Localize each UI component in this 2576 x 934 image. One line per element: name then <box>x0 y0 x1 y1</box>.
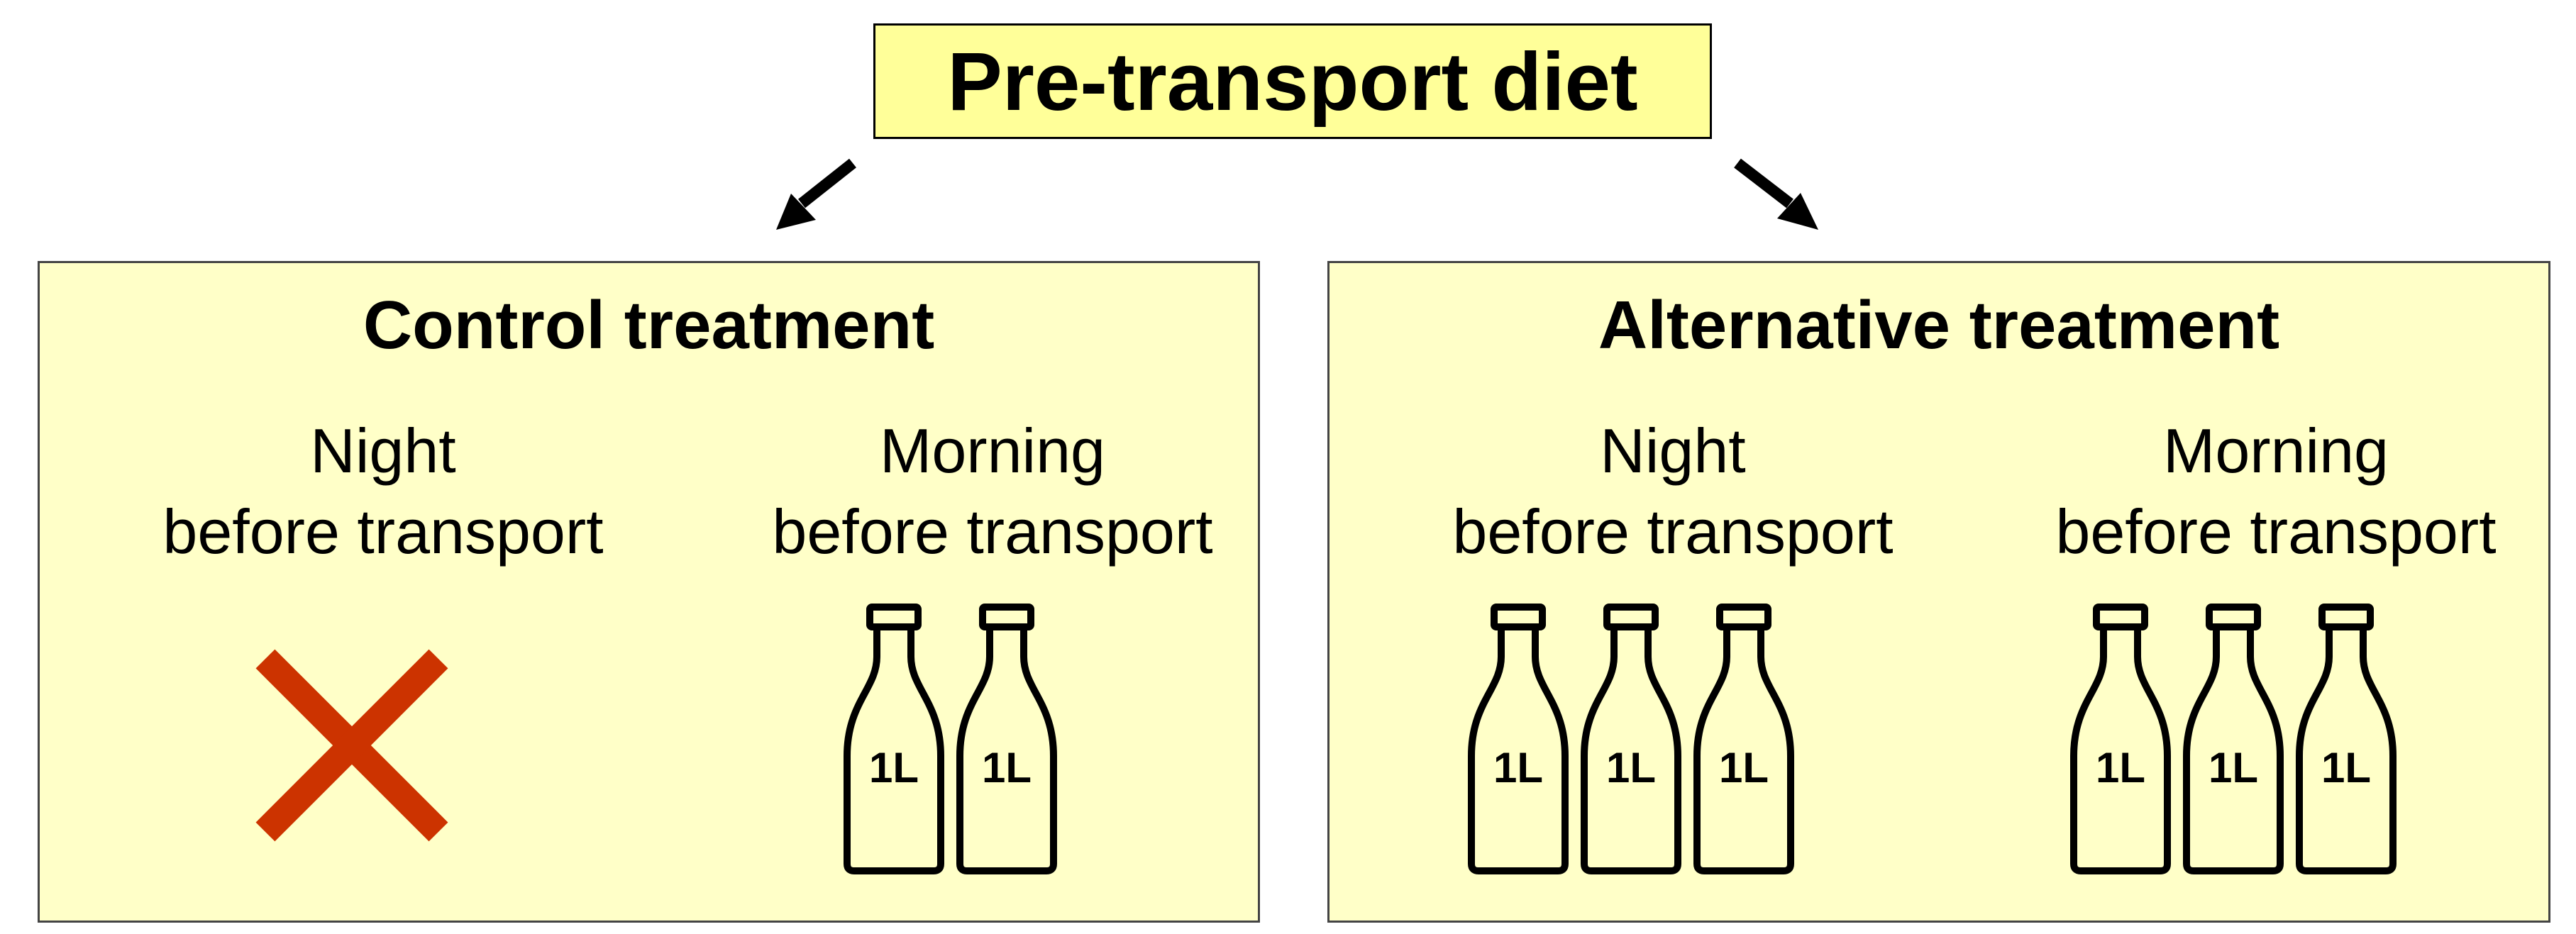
milk-bottle-icon: 1L <box>2070 604 2171 874</box>
milk-bottle-icon: 1L <box>844 604 944 874</box>
bottle-label: 1L <box>869 744 919 791</box>
column-label-night: Night before transport <box>1452 416 1894 567</box>
bottles-svg: 1L 1L 1L <box>2070 604 2397 874</box>
diagram-title: Pre-transport diet <box>947 35 1638 128</box>
bottle-label: 1L <box>982 744 1032 791</box>
bottle-label: 1L <box>1493 744 1543 791</box>
panel-title: Alternative treatment <box>1598 287 2280 363</box>
column-label-morning: Morning before transport <box>2055 416 2497 567</box>
bottle-label: 1L <box>2209 744 2258 791</box>
alternative-treatment-panel: Alternative treatment Night before trans… <box>1327 261 2550 923</box>
bottle-label: 1L <box>2096 744 2145 791</box>
arrow-to-control-icon <box>776 158 856 230</box>
bottle-group: 1L 1L 1L <box>2067 604 2400 880</box>
milk-bottle-icon: 1L <box>1468 604 1569 874</box>
milk-bottle-icon: 1L <box>956 604 1057 874</box>
milk-bottle-icon: 1L <box>1581 604 1681 874</box>
milk-bottle-icon: 1L <box>1693 604 1794 874</box>
bottles-svg: 1L 1L <box>844 604 1057 874</box>
bottle-group: 1L 1L 1L <box>1464 604 1798 880</box>
arrow-to-alternative-icon <box>1734 158 1818 230</box>
cross-icon <box>255 649 448 842</box>
bottle-label: 1L <box>1719 744 1769 791</box>
column-label-morning: Morning before transport <box>772 416 1213 567</box>
column-label-night: Night before transport <box>162 416 604 567</box>
bottle-label: 1L <box>1606 744 1656 791</box>
title-box: Pre-transport diet <box>873 23 1712 139</box>
bottle-group: 1L 1L <box>840 604 1061 880</box>
milk-bottle-icon: 1L <box>2183 604 2284 874</box>
bottles-svg: 1L 1L 1L <box>1468 604 1794 874</box>
panel-title: Control treatment <box>363 287 935 363</box>
control-treatment-panel: Control treatment Night before transport… <box>38 261 1260 923</box>
bottle-label: 1L <box>2321 744 2371 791</box>
milk-bottle-icon: 1L <box>2296 604 2397 874</box>
